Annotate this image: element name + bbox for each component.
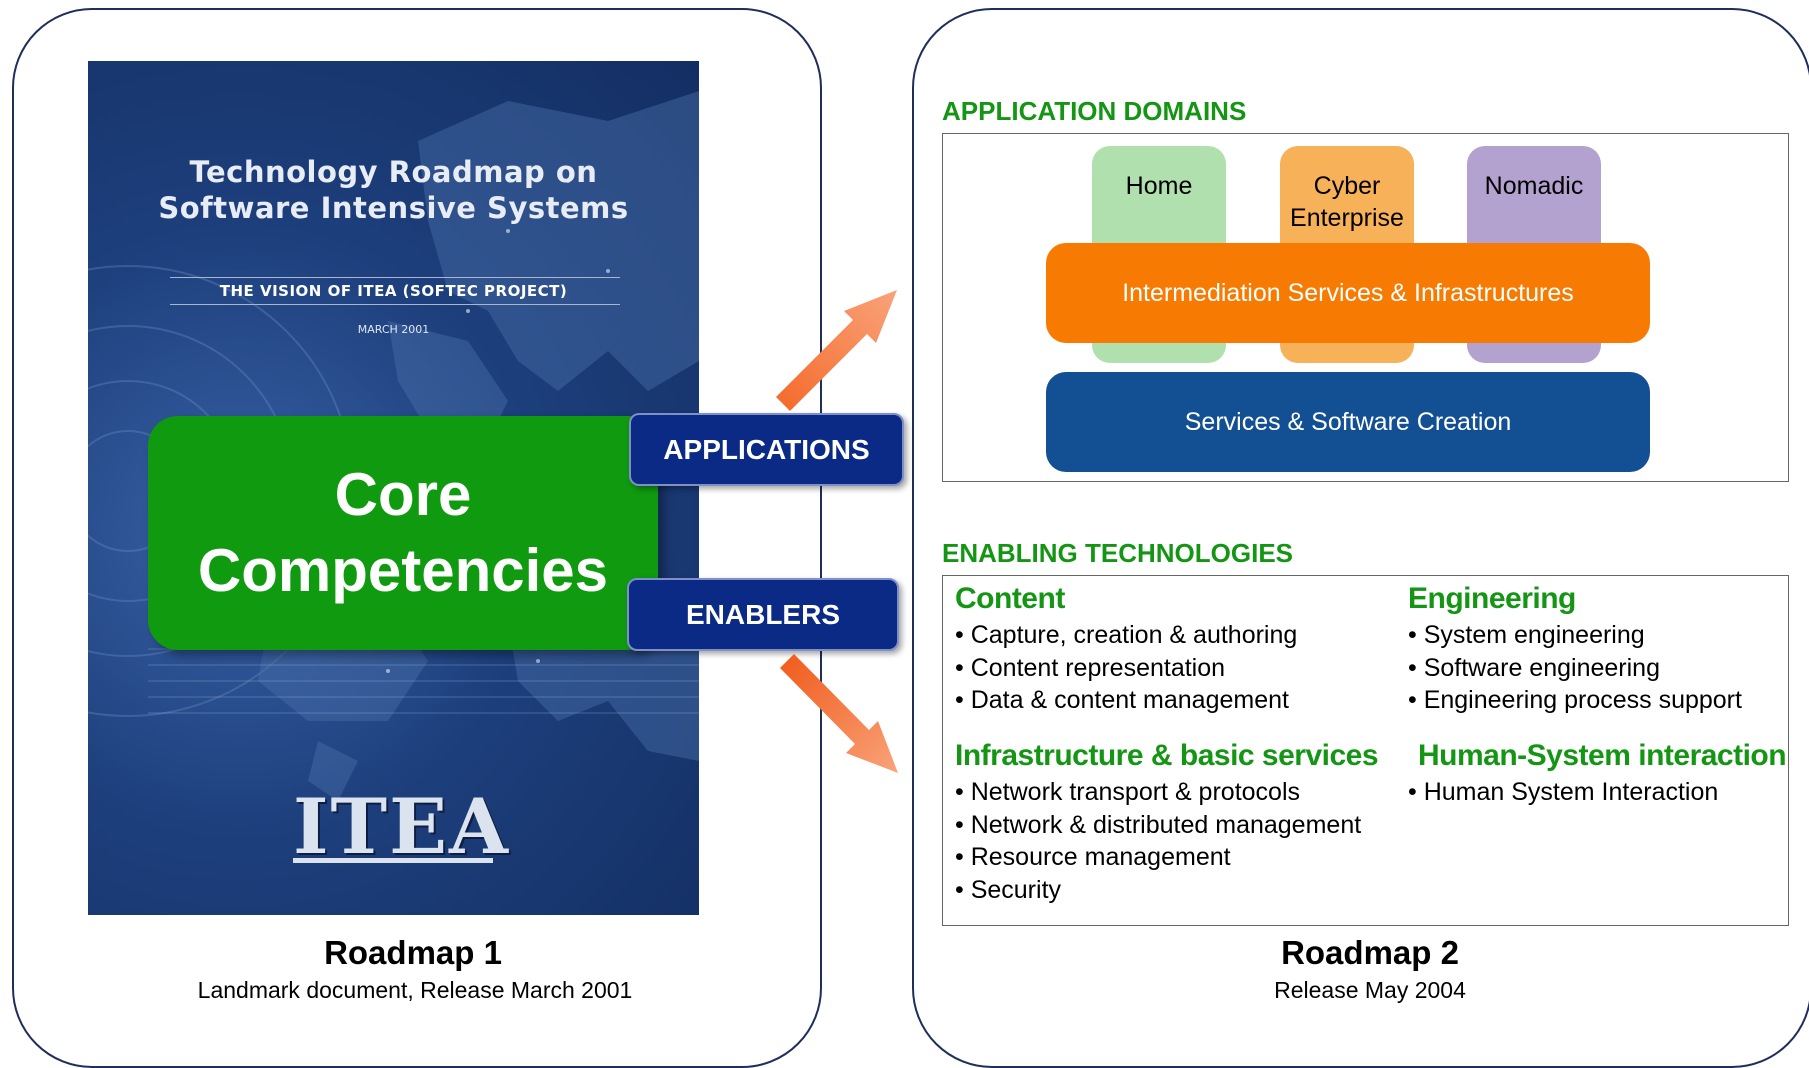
enabling-technologies-frame [942, 575, 1789, 926]
cover-rule-bottom [170, 304, 620, 305]
arrow-to-enablers [780, 654, 898, 773]
list-item: • Engineering process support [1408, 686, 1742, 714]
roadmap1-title: Roadmap 1 [324, 934, 502, 971]
list-item: • Capture, creation & authoring [955, 621, 1298, 649]
list-item: • Software engineering [1408, 653, 1660, 682]
cover-title-line2: Software Intensive Systems [158, 191, 629, 225]
list-item: • Network & distributed management [955, 810, 1362, 839]
category-infrastructure-title: Infrastructure & basic services [955, 739, 1379, 772]
core-competencies-label: Core Competencies [197, 461, 609, 604]
cover-title-line1: Technology Roadmap on [189, 155, 598, 189]
enabling-technologies-heading: ENABLING TECHNOLOGIES [942, 538, 1294, 568]
category-human-system-list: • Human System Interaction [1408, 776, 1718, 809]
arrow-to-applications [776, 290, 897, 411]
list-item: • Human System Interaction [1408, 778, 1719, 806]
list-item: • Network transport & protocols [955, 778, 1300, 806]
category-engineering-list: • System engineering • Software engineer… [1408, 619, 1742, 717]
itea-logo: ITEA [293, 782, 510, 871]
core-competencies-box: Core Competencies [148, 416, 658, 650]
itea-logo-underline [293, 858, 493, 863]
list-item: • Security [955, 875, 1062, 904]
arrows-layer [776, 290, 898, 773]
category-infrastructure-list: • Network transport & protocols • Networ… [955, 776, 1361, 906]
list-item: • Data & content management [955, 686, 1289, 714]
application-domains-heading: APPLICATION DOMAINS [942, 96, 1247, 126]
cover-rule-top [170, 277, 620, 278]
applications-tag: APPLICATIONS [629, 413, 904, 486]
roadmap1-subtitle: Landmark document, Release March 2001 [197, 977, 633, 1003]
enablers-tag: ENABLERS [627, 578, 899, 651]
roadmap2-title: Roadmap 2 [1281, 934, 1459, 971]
list-item: • Resource management [955, 843, 1231, 871]
category-engineering-title: Engineering [1408, 582, 1576, 615]
roadmap2-subtitle: Release May 2004 [1274, 977, 1466, 1003]
cover-subtitle: THE VISION OF ITEA (SOFTEC PROJECT) [219, 282, 568, 300]
category-content-title: Content [955, 582, 1065, 615]
cover-date: MARCH 2001 [357, 323, 430, 336]
services-software-creation-bar: Services & Software Creation [1046, 372, 1650, 472]
category-human-system-title: Human-System interaction [1418, 739, 1787, 772]
category-content-list: • Capture, creation & authoring • Conten… [955, 619, 1297, 717]
list-item: • System engineering [1408, 621, 1645, 649]
application-domains-frame [942, 133, 1789, 482]
list-item: • Content representation [955, 653, 1226, 682]
intermediation-services-bar: Intermediation Services & Infrastructure… [1046, 243, 1650, 343]
